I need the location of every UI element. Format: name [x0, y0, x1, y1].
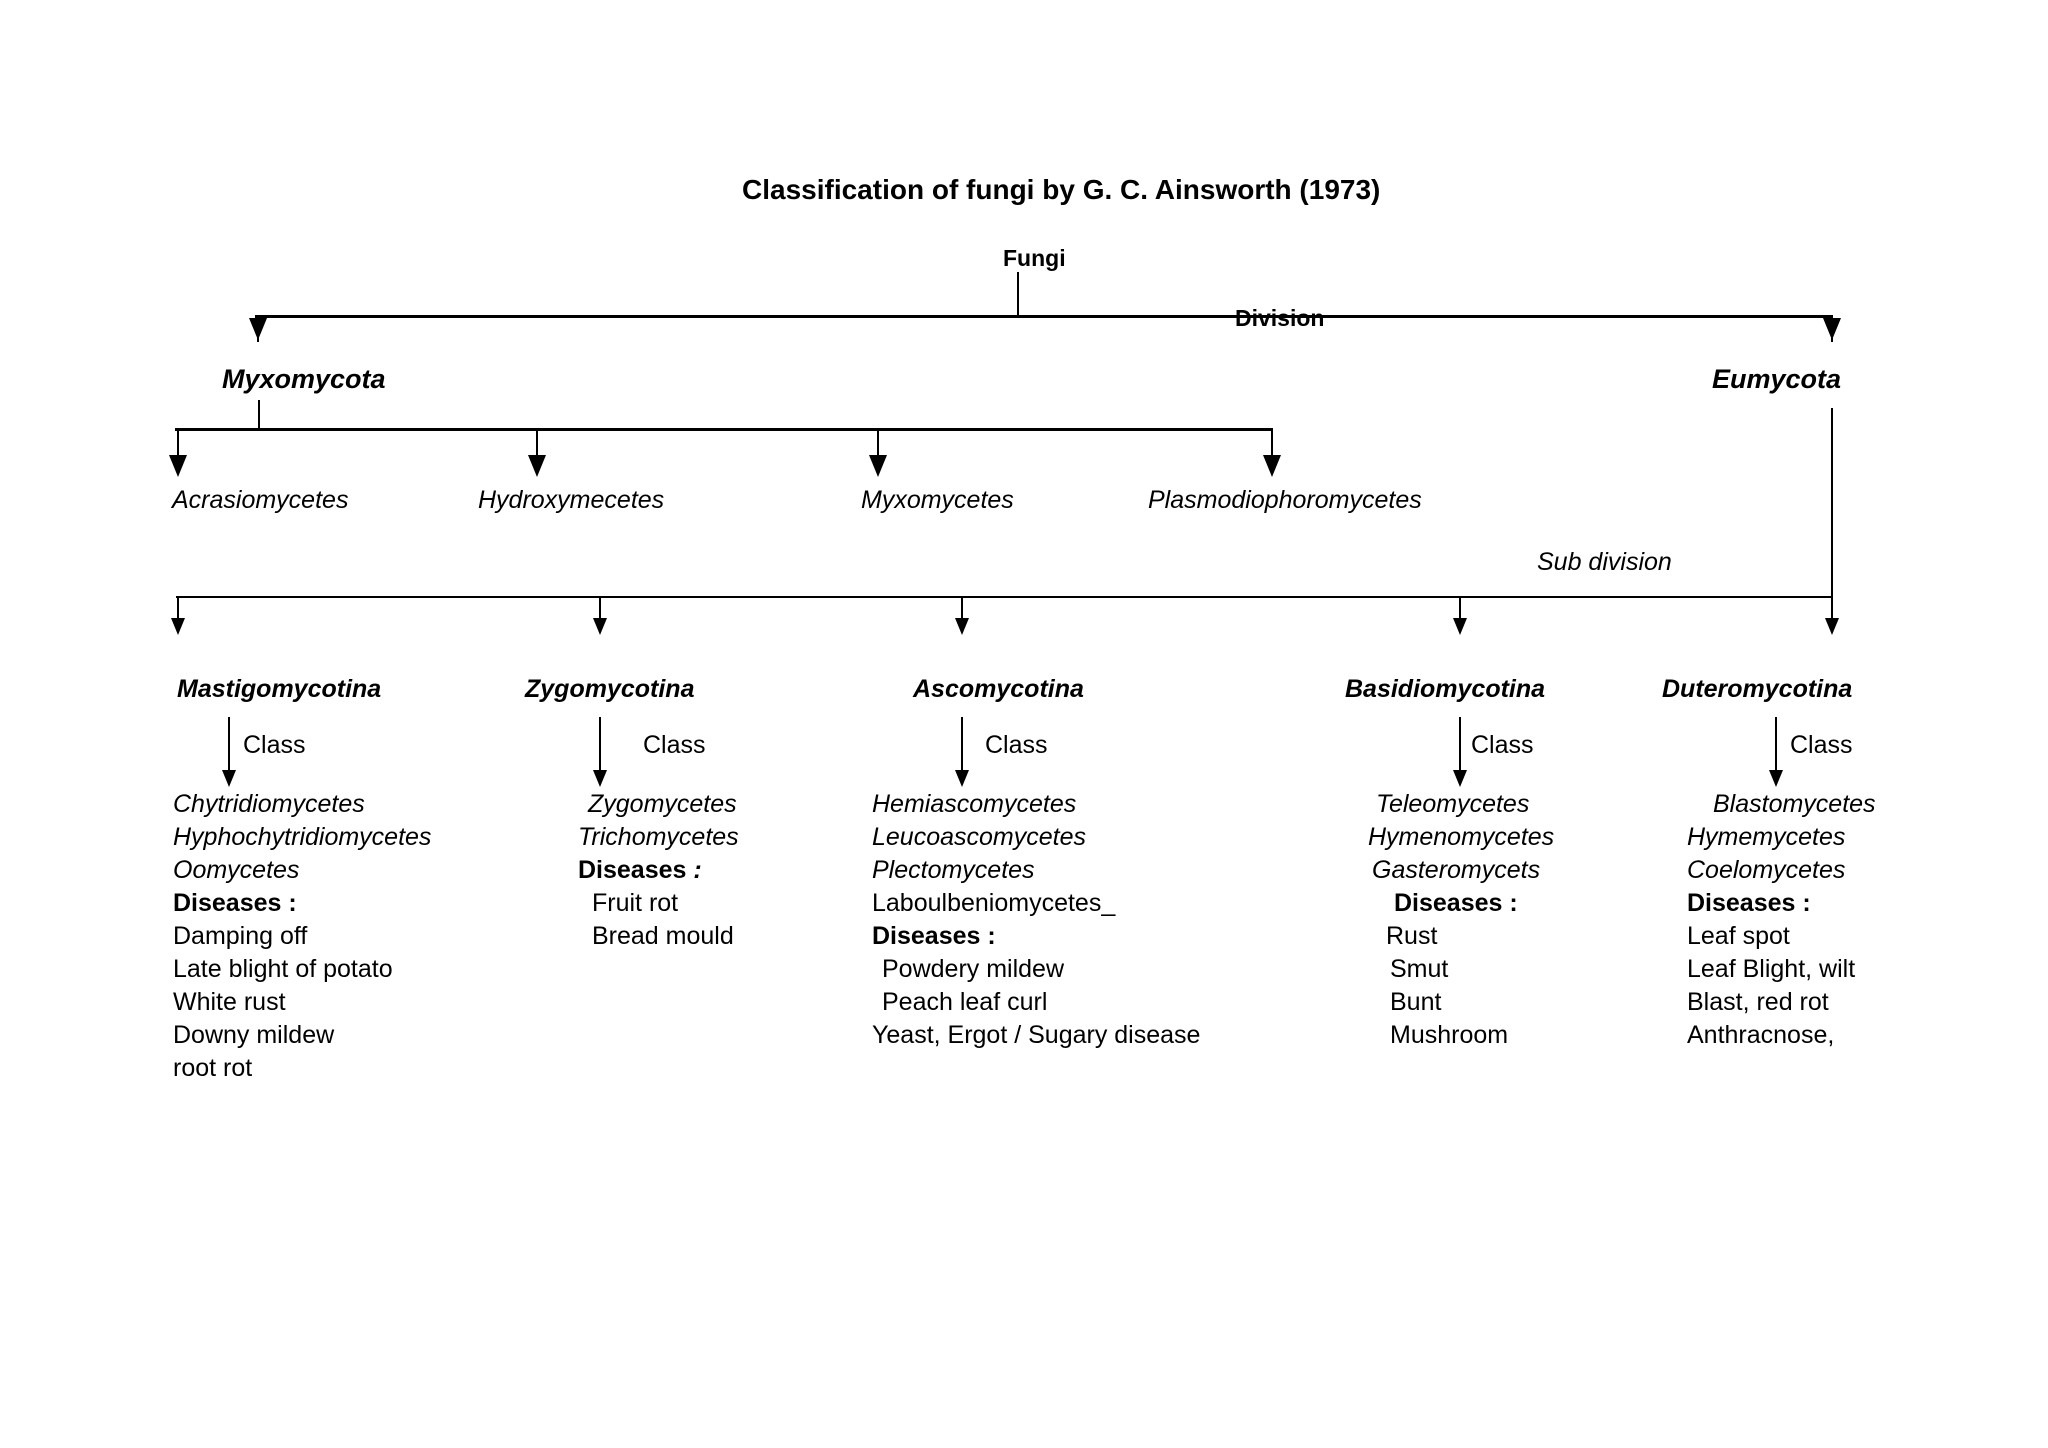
class-name: Laboulbeniomycetes_: [872, 889, 1116, 917]
class-name: Plectomycetes: [872, 856, 1035, 884]
connector-class-arrow-1: [228, 717, 230, 782]
connector-subdivision-bar: [176, 596, 1833, 598]
diseases-heading: Diseases :: [1687, 889, 1811, 917]
arrow-class-1: [222, 770, 236, 787]
connector-hydroxymecetes-drop: [536, 428, 538, 462]
connector-class-arrow-2: [599, 717, 601, 782]
disease-item: Smut: [1390, 955, 1449, 983]
node-mastigomycotina: Mastigomycotina: [177, 675, 382, 703]
arrow-to-basidiomycotina: [1453, 618, 1467, 635]
arrow-class-2: [593, 770, 607, 787]
node-acrasiomycetes: Acrasiomycetes: [172, 486, 349, 514]
connector-eumycota-long-stem: [1831, 408, 1833, 621]
node-eumycota: Eumycota: [1712, 364, 1842, 394]
diseases-heading: Diseases :: [578, 856, 702, 884]
disease-item: Blast, red rot: [1687, 988, 1829, 1016]
node-myxomycetes: Myxomycetes: [861, 486, 1014, 514]
disease-item: White rust: [173, 988, 286, 1016]
disease-item: Damping off: [173, 922, 308, 950]
disease-item: Yeast, Ergot / Sugary disease: [872, 1021, 1201, 1049]
disease-item: Leaf Blight, wilt: [1687, 955, 1856, 983]
class-name: Blastomycetes: [1713, 790, 1876, 818]
arrow-class-5: [1769, 770, 1783, 787]
disease-item: Rust: [1386, 922, 1438, 950]
diseases-heading: Diseases :: [173, 889, 297, 917]
class-name: Coelomycetes: [1687, 856, 1846, 884]
node-plasmodiophoromycetes: Plasmodiophoromycetes: [1148, 486, 1422, 514]
connector-plasmodiophoromycetes-drop: [1271, 428, 1273, 462]
connector-zygomycotina-drop: [599, 596, 601, 626]
arrow-to-zygomycotina: [593, 618, 607, 635]
diseases-heading: Diseases :: [872, 922, 996, 950]
disease-item: Mushroom: [1390, 1021, 1509, 1049]
connector-class-arrow-5: [1775, 717, 1777, 782]
connector-division-bar: [255, 315, 1833, 318]
arrow-to-eumycota: [1823, 318, 1841, 340]
class-name: Oomycetes: [173, 856, 300, 884]
connector-myxomycetes-drop: [877, 428, 879, 462]
edge-label-class-2: Class: [643, 731, 706, 759]
arrow-to-ascomycotina: [955, 618, 969, 635]
class-name: Hymenomycetes: [1368, 823, 1555, 851]
node-fungi: Fungi: [1003, 245, 1066, 271]
node-ascomycotina: Ascomycotina: [913, 675, 1084, 703]
arrow-to-acrasiomycetes: [169, 455, 187, 477]
node-duteromycotina: Duteromycotina: [1662, 675, 1853, 703]
connector-myxomycota-stem: [258, 400, 260, 428]
connector-basidiomycotina-drop: [1459, 596, 1461, 626]
connector-mastigomycotina-drop: [177, 596, 179, 626]
edge-label-class-1: Class: [243, 731, 306, 759]
connector-class-arrow-3: [961, 717, 963, 782]
edge-label-class-4: Class: [1471, 731, 1534, 759]
class-name: Hyphochytridiomycetes: [173, 823, 432, 851]
disease-item: Bunt: [1390, 988, 1442, 1016]
arrow-class-4: [1453, 770, 1467, 787]
arrow-to-plasmodiophoromycetes: [1263, 455, 1281, 477]
edge-label-sub-division: Sub division: [1537, 548, 1672, 576]
page-title: Classification of fungi by G. C. Ainswor…: [742, 174, 1381, 205]
disease-item: Powdery mildew: [882, 955, 1065, 983]
arrow-to-mastigomycotina: [171, 618, 185, 635]
disease-item: Anthracnose,: [1687, 1021, 1835, 1049]
disease-item: Bread mould: [592, 922, 734, 950]
disease-item: root rot: [173, 1054, 253, 1082]
edge-label-class-3: Class: [985, 731, 1048, 759]
connector-class-arrow-4: [1459, 717, 1461, 782]
arrow-class-3: [955, 770, 969, 787]
arrow-to-duteromycotina: [1825, 618, 1839, 635]
class-name: Hemiascomycetes: [872, 790, 1077, 818]
class-name: Hymemycetes: [1687, 823, 1846, 851]
class-name: Chytridiomycetes: [173, 790, 365, 818]
edge-label-division: Division: [1235, 305, 1325, 331]
edge-label-class-5: Class: [1790, 731, 1853, 759]
class-name: Teleomycetes: [1376, 790, 1530, 818]
node-myxomycota: Myxomycota: [222, 364, 386, 394]
disease-item: Leaf spot: [1687, 922, 1790, 950]
node-basidiomycotina: Basidiomycotina: [1345, 675, 1546, 703]
node-hydroxymecetes: Hydroxymecetes: [478, 486, 665, 514]
connector-fungi-stem: [1017, 272, 1019, 316]
arrow-to-myxomycota: [249, 318, 267, 340]
diseases-heading: Diseases :: [1394, 889, 1518, 917]
connector-ascomycotina-drop: [961, 596, 963, 626]
class-name: Zygomycetes: [588, 790, 737, 818]
connector-myxomycota-class-bar: [175, 428, 1272, 431]
disease-item: Late blight of potato: [173, 955, 393, 983]
connector-acrasiomycetes-drop: [177, 428, 179, 462]
arrow-to-myxomycetes: [869, 455, 887, 477]
disease-item: Downy mildew: [173, 1021, 335, 1049]
node-zygomycotina: Zygomycotina: [525, 675, 695, 703]
arrow-to-hydroxymecetes: [528, 455, 546, 477]
disease-item: Fruit rot: [592, 889, 679, 917]
disease-item: Peach leaf curl: [882, 988, 1048, 1016]
class-name: Leucoascomycetes: [872, 823, 1087, 851]
class-name: Gasteromycets: [1372, 856, 1541, 884]
class-name: Trichomycetes: [578, 823, 739, 851]
